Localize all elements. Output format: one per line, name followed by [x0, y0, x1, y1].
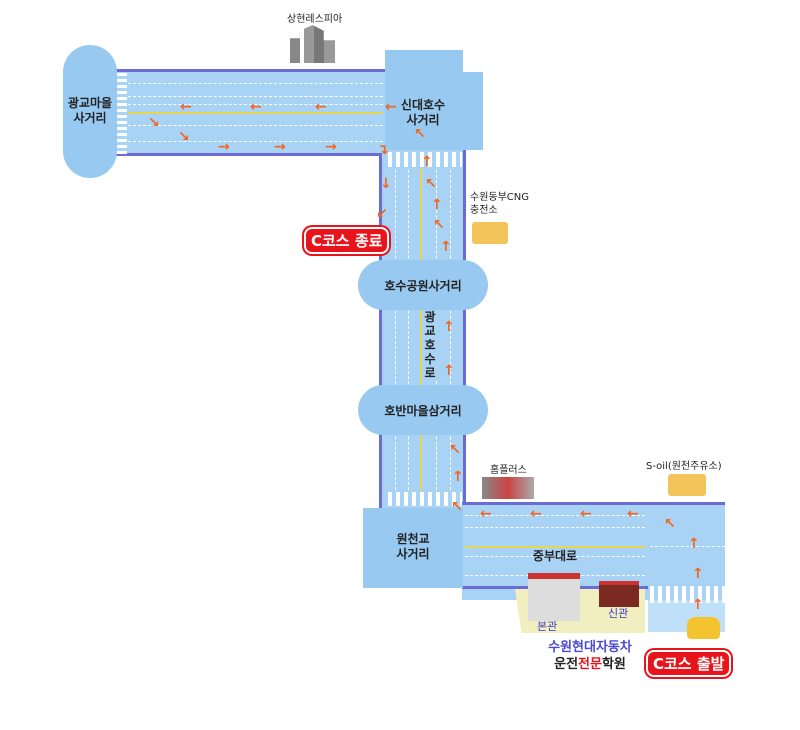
- apartment-label: 상현레스피아: [287, 14, 343, 25]
- academy-name-line1: 수원현대자동차: [548, 640, 632, 655]
- arrow-icon: ←: [180, 99, 192, 115]
- arrow-icon: ↑: [688, 536, 700, 552]
- arrow-icon: ↖: [449, 442, 461, 458]
- new-building-label: 신관: [608, 607, 629, 620]
- arrow-icon: ↑: [443, 363, 455, 379]
- road-border: [110, 153, 380, 156]
- arrow-icon: ↖: [433, 217, 445, 233]
- crosswalk: [650, 586, 725, 603]
- arrow-icon: ←: [315, 99, 327, 115]
- arrow-icon: ↑: [692, 597, 704, 613]
- arrow-icon: ←: [530, 506, 542, 522]
- main-building-icon: [528, 573, 580, 621]
- arrow-icon: ↖: [425, 176, 437, 192]
- main-building-label: 본관: [537, 620, 558, 633]
- arrow-icon: ↖: [664, 516, 676, 532]
- arrow-icon: ↖: [414, 126, 426, 142]
- arrow-icon: ↑: [421, 154, 433, 170]
- course-end-badge: C코스 종료: [304, 227, 390, 254]
- arrow-icon: ←: [385, 99, 397, 115]
- woncheon-label: 원천교 사거리: [396, 532, 430, 561]
- vertical-road-name: 광교호수로: [423, 310, 437, 380]
- sindae-intersection: [385, 50, 463, 150]
- arrow-icon: ↴: [377, 142, 389, 158]
- road-border: [110, 69, 388, 72]
- arrow-icon: ↘: [178, 129, 190, 145]
- course-start-badge: C코스 출발: [646, 650, 732, 677]
- arrow-icon: ↑: [443, 319, 455, 335]
- arrow-icon: ↑: [440, 239, 452, 255]
- soil-label: S-oil(원천주유소): [646, 461, 722, 472]
- arrow-icon: ↘: [148, 115, 160, 131]
- arrow-icon: ←: [250, 99, 262, 115]
- academy-name-line2: 운전전문학원: [535, 657, 645, 672]
- arrow-icon: →: [325, 139, 337, 155]
- arrow-icon: ←: [627, 506, 639, 522]
- gas-station-icon: [668, 474, 706, 496]
- arrow-icon: →: [218, 139, 230, 155]
- cng-label: 수원동부CNG 충전소: [470, 192, 530, 216]
- academy-text: 전문: [578, 657, 602, 672]
- hosu-park-intersection: 호수공원사거리: [358, 260, 488, 310]
- academy-text: 학원: [601, 657, 626, 672]
- arrow-icon: ↙: [376, 206, 388, 222]
- woncheon-intersection: [363, 508, 463, 588]
- sindae-label: 신대호수 사거리: [400, 98, 446, 127]
- hoban-intersection: 호반마을삼거리: [358, 385, 488, 435]
- gwanggyo-label: 광교마을 사거리: [67, 96, 113, 125]
- car-icon: [687, 617, 720, 639]
- gas-station-icon: [472, 222, 508, 244]
- arrow-icon: ↑: [431, 197, 443, 213]
- academy-text: 운전: [554, 657, 579, 672]
- arrow-icon: →: [274, 139, 286, 155]
- crosswalk: [388, 152, 462, 167]
- arrow-icon: ↓: [380, 176, 392, 192]
- arrow-icon: ↑: [452, 469, 464, 485]
- arrow-icon: ↑: [692, 566, 704, 582]
- new-building-icon: [599, 581, 639, 607]
- gwanggyo-intersection: [63, 45, 117, 178]
- homeplus-label: 홈플러스: [490, 465, 527, 476]
- homeplus-icon: [482, 477, 534, 499]
- horizontal-road: [462, 505, 725, 600]
- apartment-icon: [290, 25, 335, 63]
- arrow-icon: ←: [480, 506, 492, 522]
- crosswalk: [388, 492, 462, 506]
- horizontal-road-name: 중부대로: [532, 549, 578, 563]
- arrow-icon: ←: [580, 506, 592, 522]
- arrow-icon: ↖: [451, 499, 463, 515]
